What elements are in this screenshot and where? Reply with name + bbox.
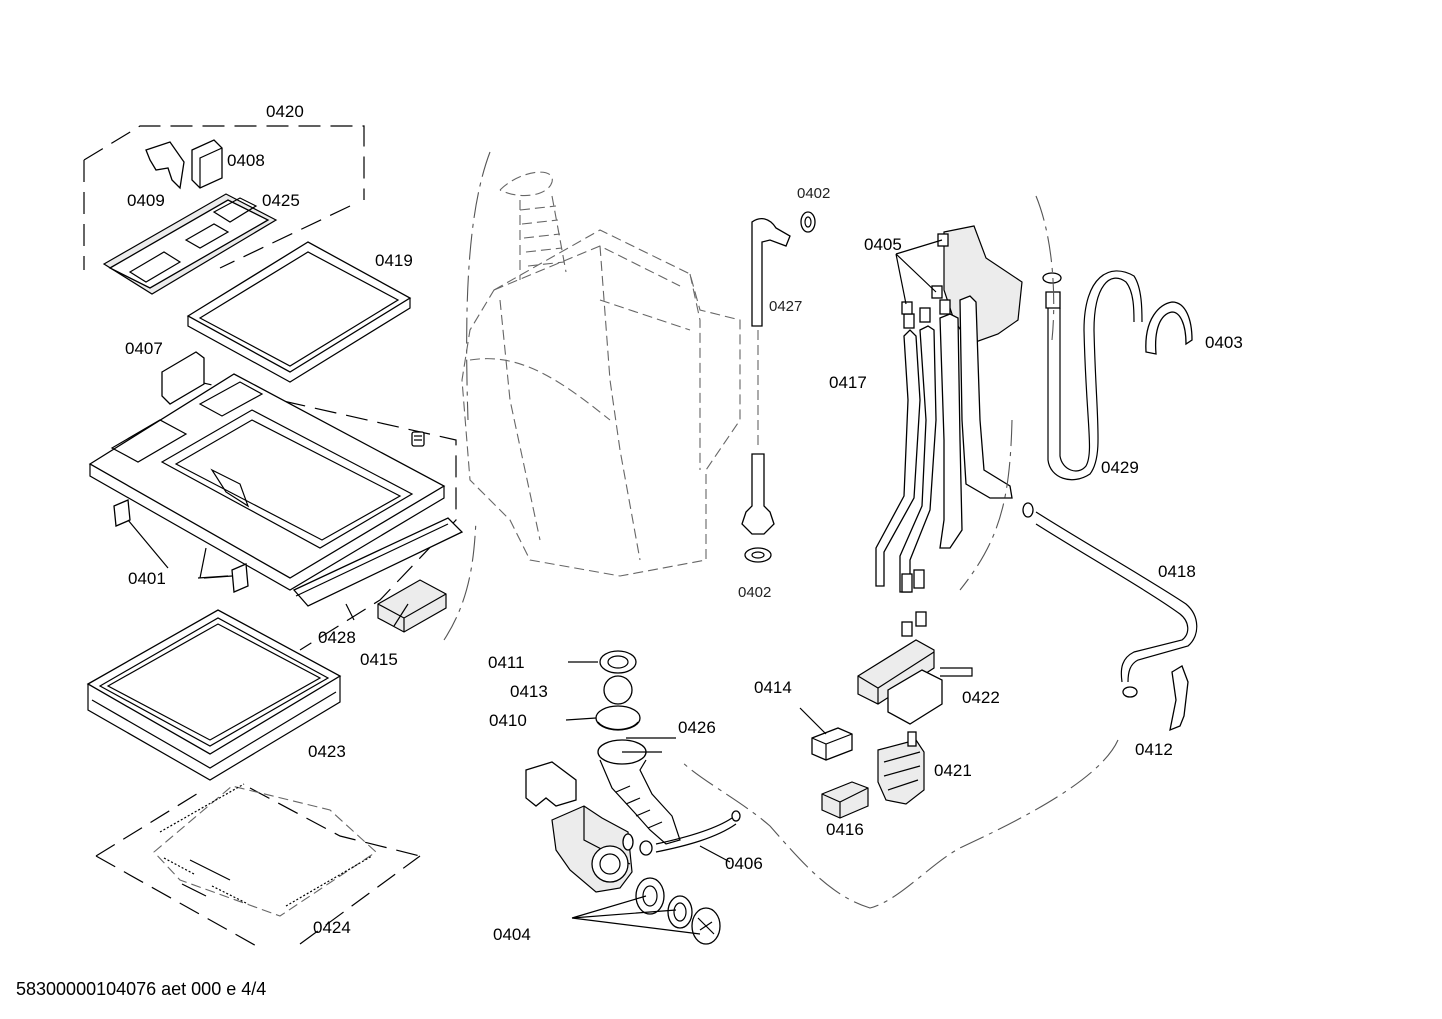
part-0417-inlet-manifold: [875, 225, 1023, 593]
part-0408-flap: [191, 139, 223, 189]
part-0423-seal-frame: [86, 609, 342, 781]
part-0424-springs: [95, 783, 421, 949]
part-0413-ball: [603, 675, 633, 705]
part-0405-plugs: [895, 233, 949, 637]
label-0412: 0412: [1135, 740, 1173, 759]
part-0429-hose: [1042, 270, 1143, 481]
part-0421-valve: [877, 731, 925, 805]
part-labels: 0420 0408 0409 0425 0419 0407 0401 0428 …: [125, 102, 1243, 944]
label-0421: 0421: [934, 761, 972, 780]
label-0418: 0418: [1158, 562, 1196, 581]
label-0415: 0415: [360, 650, 398, 669]
label-0408: 0408: [227, 151, 265, 170]
label-0413: 0413: [510, 682, 548, 701]
label-0416: 0416: [826, 820, 864, 839]
part-0416-filter: [821, 781, 869, 819]
label-0424: 0424: [313, 918, 351, 937]
label-0417: 0417: [829, 373, 867, 392]
label-0423: 0423: [308, 742, 346, 761]
right-group-boundary: [679, 195, 1119, 909]
part-0410-cap: [595, 705, 641, 731]
part-0403-clip: [1145, 301, 1193, 355]
part-0406-hose: [639, 810, 741, 856]
part-0412-holder: [1169, 665, 1189, 732]
part-0422-pressure-switch: [857, 639, 973, 725]
part-0411-ring: [599, 650, 637, 674]
label-0403: 0403: [1205, 333, 1243, 352]
part-0414-clip: [811, 727, 853, 761]
part-0401-brackets: [113, 499, 249, 593]
label-0401: 0401: [128, 569, 166, 588]
label-0402-bottom: 0402: [738, 584, 771, 601]
part-0425-dispenser-insert: [102, 193, 278, 295]
part-0409-clip: [145, 141, 185, 190]
label-0414: 0414: [754, 678, 792, 697]
part-0415-switch: [377, 579, 447, 633]
label-0405: 0405: [864, 235, 902, 254]
part-top-frame: [88, 373, 446, 591]
part-tub-bellows: [499, 171, 567, 280]
label-0409: 0409: [127, 191, 165, 210]
label-0419: 0419: [375, 251, 413, 270]
label-0426: 0426: [678, 718, 716, 737]
label-0411: 0411: [488, 653, 525, 672]
document-id: 58300000104076 aet 000 e 4/4: [16, 979, 267, 999]
leader-lines: [197, 575, 827, 935]
part-0428-rail: [292, 517, 464, 607]
label-0422: 0422: [962, 688, 1000, 707]
part-0419-tray: [186, 241, 412, 383]
part-pump-bracket: [525, 761, 577, 807]
part-0407-bracket: [161, 351, 205, 405]
label-0429: 0429: [1101, 458, 1139, 477]
label-0406: 0406: [725, 854, 763, 873]
label-0410: 0410: [489, 711, 527, 730]
group-0420-boundary: [83, 125, 457, 651]
label-0425: 0425: [262, 191, 300, 210]
part-0427-pressure-tube: [741, 211, 816, 563]
label-0404: 0404: [493, 925, 531, 944]
part-0418-drain-hose: [1022, 502, 1198, 698]
part-0404-filter-set: [635, 877, 721, 945]
part-drain-pump: [551, 805, 634, 893]
part-frame-screw: [411, 431, 425, 447]
label-0402-top: 0402: [797, 185, 830, 202]
label-0428: 0428: [318, 628, 356, 647]
part-tub-ghost: [443, 151, 741, 641]
label-0427: 0427: [769, 298, 802, 315]
label-0420: 0420: [266, 102, 304, 121]
label-0407: 0407: [125, 339, 163, 358]
